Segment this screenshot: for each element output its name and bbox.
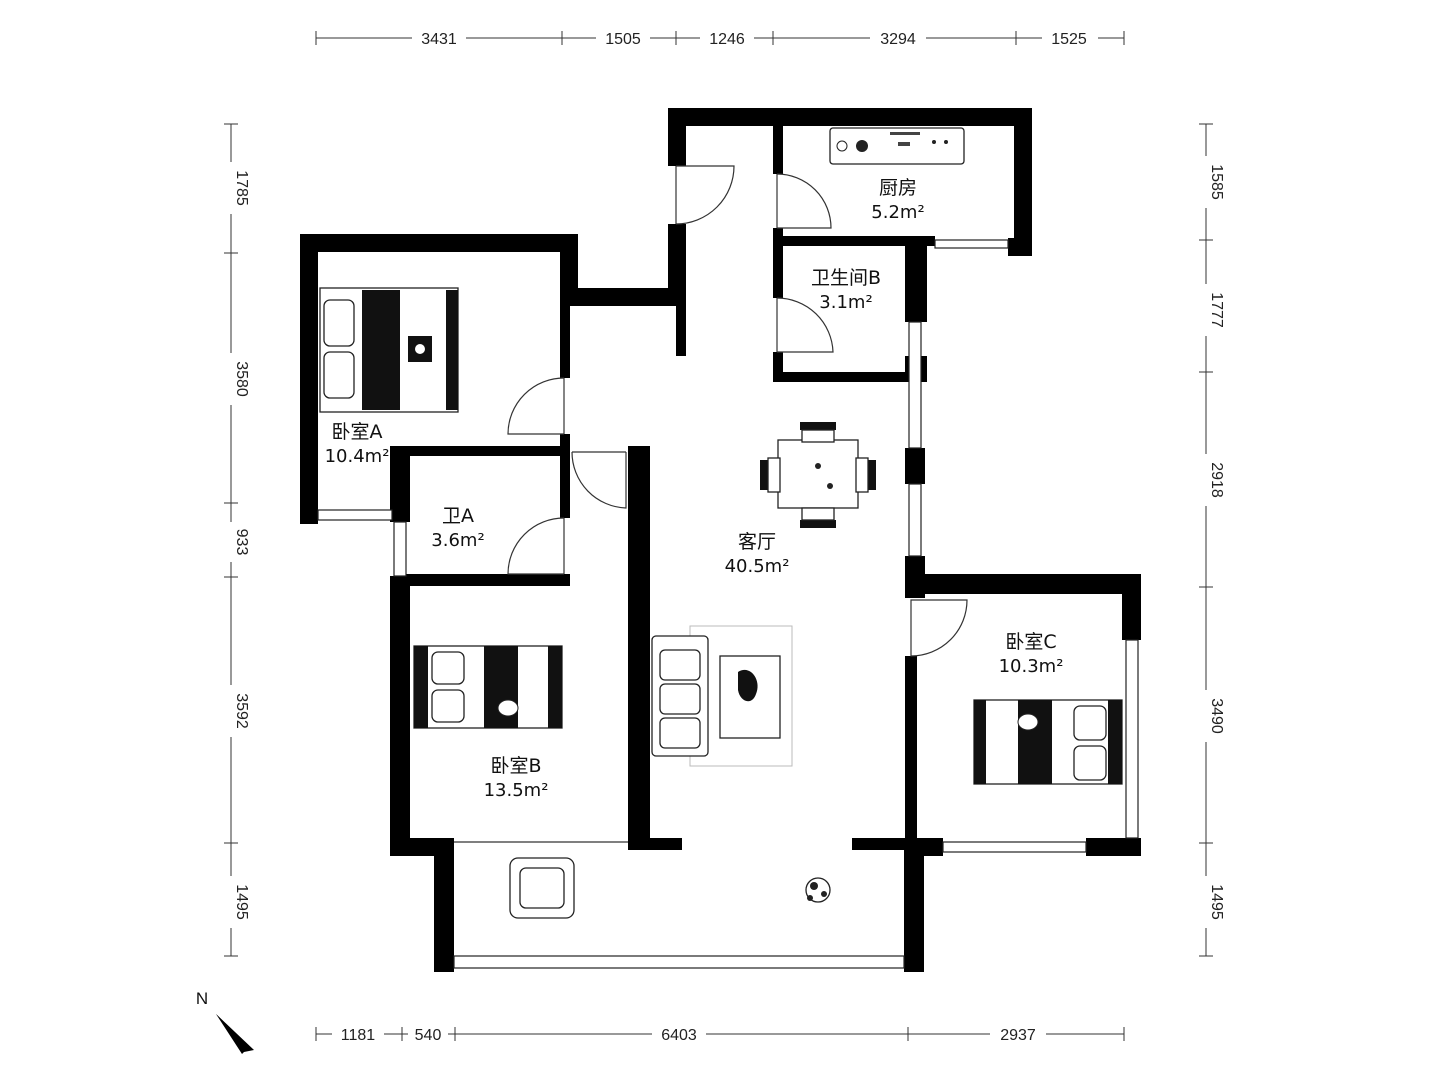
- coffee-table-icon: [719, 655, 781, 739]
- window-bedroom-c-east: [1125, 639, 1139, 839]
- dim-top-1: 3431: [421, 31, 457, 48]
- doors: [507, 165, 968, 657]
- bed-icon: [973, 699, 1123, 785]
- door-kitchen: [776, 173, 832, 229]
- room-label-living: 客厅: [738, 531, 776, 553]
- dining-table-icon: [760, 422, 876, 528]
- dim-bottom-1: 1181: [341, 1027, 376, 1044]
- door-bath-b: [776, 297, 834, 353]
- dim-bottom-3: 6403: [661, 1027, 697, 1044]
- top-dimensions: 3431 1505 1246 3294 1525: [315, 26, 1125, 50]
- window-balcony: [453, 955, 905, 969]
- right-dimensions: 1585 1777 2918 3490 1495: [1194, 123, 1225, 957]
- room-label-bath-b: 卫生间B: [811, 267, 881, 289]
- room-area-kitchen: 5.2m²: [871, 202, 924, 223]
- windows: [317, 239, 1139, 969]
- room-area-bedroom-c: 10.3m²: [999, 656, 1064, 677]
- room-area-bedroom-a: 10.4m²: [325, 446, 390, 467]
- stove-icon: [829, 127, 965, 165]
- window-living-east: [908, 321, 922, 449]
- dim-left-3: 933: [233, 529, 250, 556]
- room-label-bath-a: 卫A: [442, 505, 474, 527]
- armchair-icon: [509, 857, 575, 919]
- bed-icon: [413, 645, 563, 729]
- room-labels: 厨房 5.2m² 卫生间B 3.1m² 卧室A 10.4m² 卫A 3.6m² …: [325, 177, 1064, 801]
- window-bedroom-a: [317, 509, 393, 521]
- sofa-icon: [651, 625, 793, 767]
- window-kitchen: [934, 239, 1009, 249]
- dim-right-3: 2918: [1208, 462, 1225, 498]
- north-arrow-icon: N: [196, 989, 254, 1054]
- dim-right-2: 1777: [1208, 292, 1225, 328]
- window-living-east-2: [908, 483, 922, 557]
- door-bedroom-b: [571, 451, 627, 509]
- dim-top-5: 1525: [1051, 31, 1087, 48]
- dim-right-1: 1585: [1208, 164, 1225, 200]
- window-bedroom-c-south: [942, 841, 1087, 853]
- dim-bottom-2: 540: [415, 1027, 442, 1044]
- bottom-dimensions: 1181 540 6403 2937: [315, 1022, 1125, 1046]
- dim-left-2: 3580: [233, 361, 250, 397]
- room-label-bedroom-b: 卧室B: [490, 755, 541, 777]
- dim-top-2: 1505: [605, 31, 641, 48]
- door-bedroom-c: [910, 599, 968, 657]
- room-area-bath-a: 3.6m²: [431, 530, 484, 551]
- door-bedroom-a: [507, 377, 565, 435]
- left-dimensions: 1785 3580 933 3592 1495: [219, 123, 250, 957]
- dim-top-4: 3294: [880, 31, 916, 48]
- door-entry: [675, 165, 735, 225]
- north-label: N: [196, 989, 208, 1008]
- window-bath-a: [393, 521, 407, 577]
- dim-left-5: 1495: [233, 884, 250, 920]
- room-label-bedroom-a: 卧室A: [332, 421, 383, 443]
- dim-top-3: 1246: [709, 31, 745, 48]
- room-label-kitchen: 厨房: [879, 177, 917, 199]
- room-area-bath-b: 3.1m²: [819, 292, 872, 313]
- dim-left-4: 3592: [233, 693, 250, 729]
- dim-right-5: 1495: [1208, 884, 1225, 920]
- bed-icon: [319, 287, 459, 413]
- plant-icon: [805, 877, 831, 903]
- room-area-living: 40.5m²: [725, 556, 790, 577]
- room-label-bedroom-c: 卧室C: [1005, 631, 1056, 653]
- dim-left-1: 1785: [233, 170, 250, 206]
- dim-bottom-4: 2937: [1000, 1027, 1036, 1044]
- dim-right-4: 3490: [1208, 698, 1225, 734]
- door-bath-a: [507, 517, 565, 575]
- walls: [300, 108, 1141, 972]
- room-area-bedroom-b: 13.5m²: [484, 780, 549, 801]
